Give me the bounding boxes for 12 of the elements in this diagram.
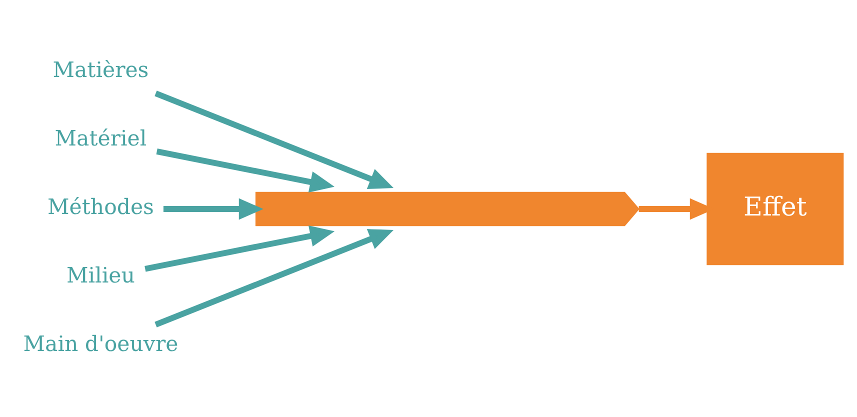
- node-text: Matériel: [54, 126, 147, 152]
- arrow: [144, 224, 335, 272]
- node-text: Milieu: [66, 263, 135, 288]
- arrow: [156, 148, 334, 192]
- node-bar: [255, 191, 640, 226]
- node-text: Matières: [52, 58, 149, 83]
- node-box: Effet: [706, 152, 844, 265]
- arrow: [154, 228, 394, 327]
- node-text: Méthodes: [48, 194, 154, 220]
- node-text: Main d'oeuvre: [23, 332, 178, 357]
- arrow: [163, 198, 264, 220]
- arrow: [154, 90, 394, 188]
